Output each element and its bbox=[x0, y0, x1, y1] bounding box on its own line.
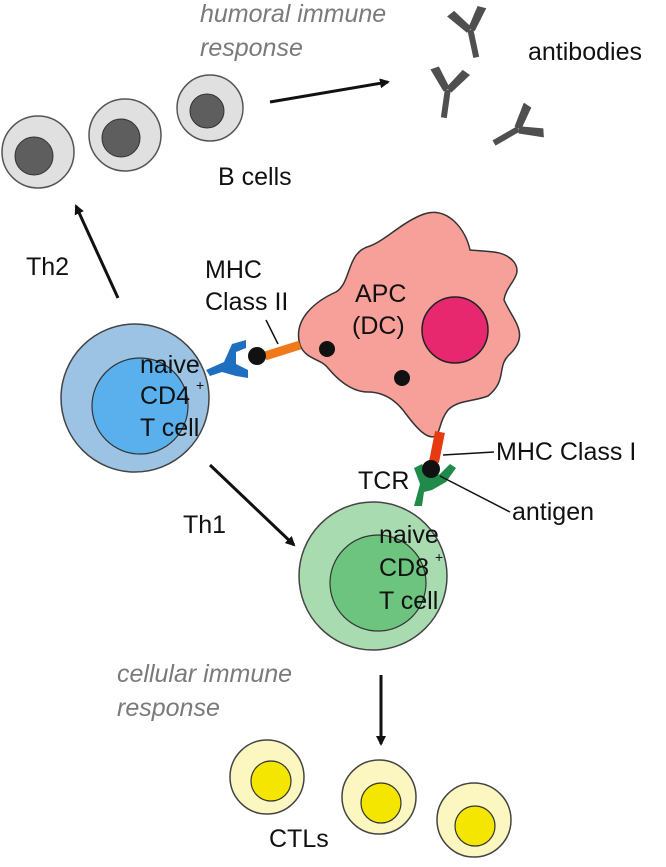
antigen-label: antigen bbox=[512, 498, 594, 526]
b-cells-label: B cells bbox=[218, 163, 292, 191]
mhc-class-ii-pointer bbox=[265, 319, 279, 345]
cd4-tcr-receptor bbox=[206, 340, 248, 378]
cd8-tcr-mhc1-complex bbox=[414, 431, 456, 506]
arrow-to-antibodies bbox=[269, 78, 390, 104]
tcr-label: TCR bbox=[358, 467, 409, 495]
mhc-class-ii-label-line1: MHC bbox=[205, 256, 262, 284]
apc-nucleus bbox=[421, 296, 489, 364]
apc-body bbox=[297, 211, 521, 438]
apc-dendritic-cell bbox=[297, 211, 521, 438]
antibodies-label: antibodies bbox=[528, 38, 642, 66]
b-cell bbox=[1, 115, 75, 189]
mhc-class-ii-molecule bbox=[263, 340, 302, 361]
cd4-superscript: + bbox=[196, 377, 204, 393]
cellular-response-label-line2: response bbox=[117, 694, 220, 722]
th1-label: Th1 bbox=[183, 511, 226, 539]
antigen-dot bbox=[319, 341, 335, 357]
cd4-tcr-mhc2-complex bbox=[206, 340, 302, 378]
antigen-dot bbox=[422, 460, 440, 478]
ctls-group bbox=[229, 739, 512, 858]
ctl-cell bbox=[229, 739, 305, 815]
antibody-icon bbox=[446, 4, 496, 62]
th2-label: Th2 bbox=[26, 253, 69, 281]
humoral-response-label-line2: response bbox=[200, 34, 303, 62]
apc-label-line2: (DC) bbox=[352, 312, 405, 340]
cd8-superscript: + bbox=[435, 549, 443, 565]
ctls-label: CTLs bbox=[269, 825, 329, 853]
cd8-label-line2: CD8 bbox=[379, 554, 429, 582]
arrow-th2 bbox=[74, 204, 120, 299]
cd4-label-line3: T cell bbox=[140, 414, 199, 442]
mhc-class-i-pointer bbox=[442, 451, 495, 456]
mhc-class-i-molecule bbox=[429, 431, 445, 463]
b-cell bbox=[176, 74, 244, 142]
humoral-response-label-line1: humoral immune bbox=[200, 0, 386, 28]
mhc-class-ii-label-line2: Class II bbox=[205, 288, 288, 316]
cd4-label-line2: CD4 bbox=[140, 382, 190, 410]
apc-label-line1: APC bbox=[355, 280, 406, 308]
b-cell bbox=[88, 98, 162, 172]
cd8-label-line3: T cell bbox=[379, 587, 438, 615]
cellular-response-label-line1: cellular immune bbox=[117, 660, 292, 688]
b-cells-group bbox=[1, 74, 244, 189]
cd4-t-cell bbox=[60, 323, 210, 473]
mhc-class-i-label: MHC Class I bbox=[496, 438, 636, 466]
antigen-pointer bbox=[439, 475, 511, 513]
ctl-cell bbox=[436, 782, 512, 858]
antigen-dot bbox=[248, 347, 266, 365]
antibodies-group bbox=[424, 4, 548, 161]
antigen-dot bbox=[394, 370, 410, 386]
ctl-cell bbox=[341, 759, 417, 835]
cd8-label-line1: naive bbox=[379, 521, 439, 549]
arrow-th1 bbox=[208, 463, 296, 547]
cd8-t-cell bbox=[298, 501, 448, 651]
antibody-icon bbox=[484, 100, 548, 161]
cd4-label-line1: naive bbox=[140, 351, 200, 379]
antibody-icon bbox=[424, 65, 471, 121]
